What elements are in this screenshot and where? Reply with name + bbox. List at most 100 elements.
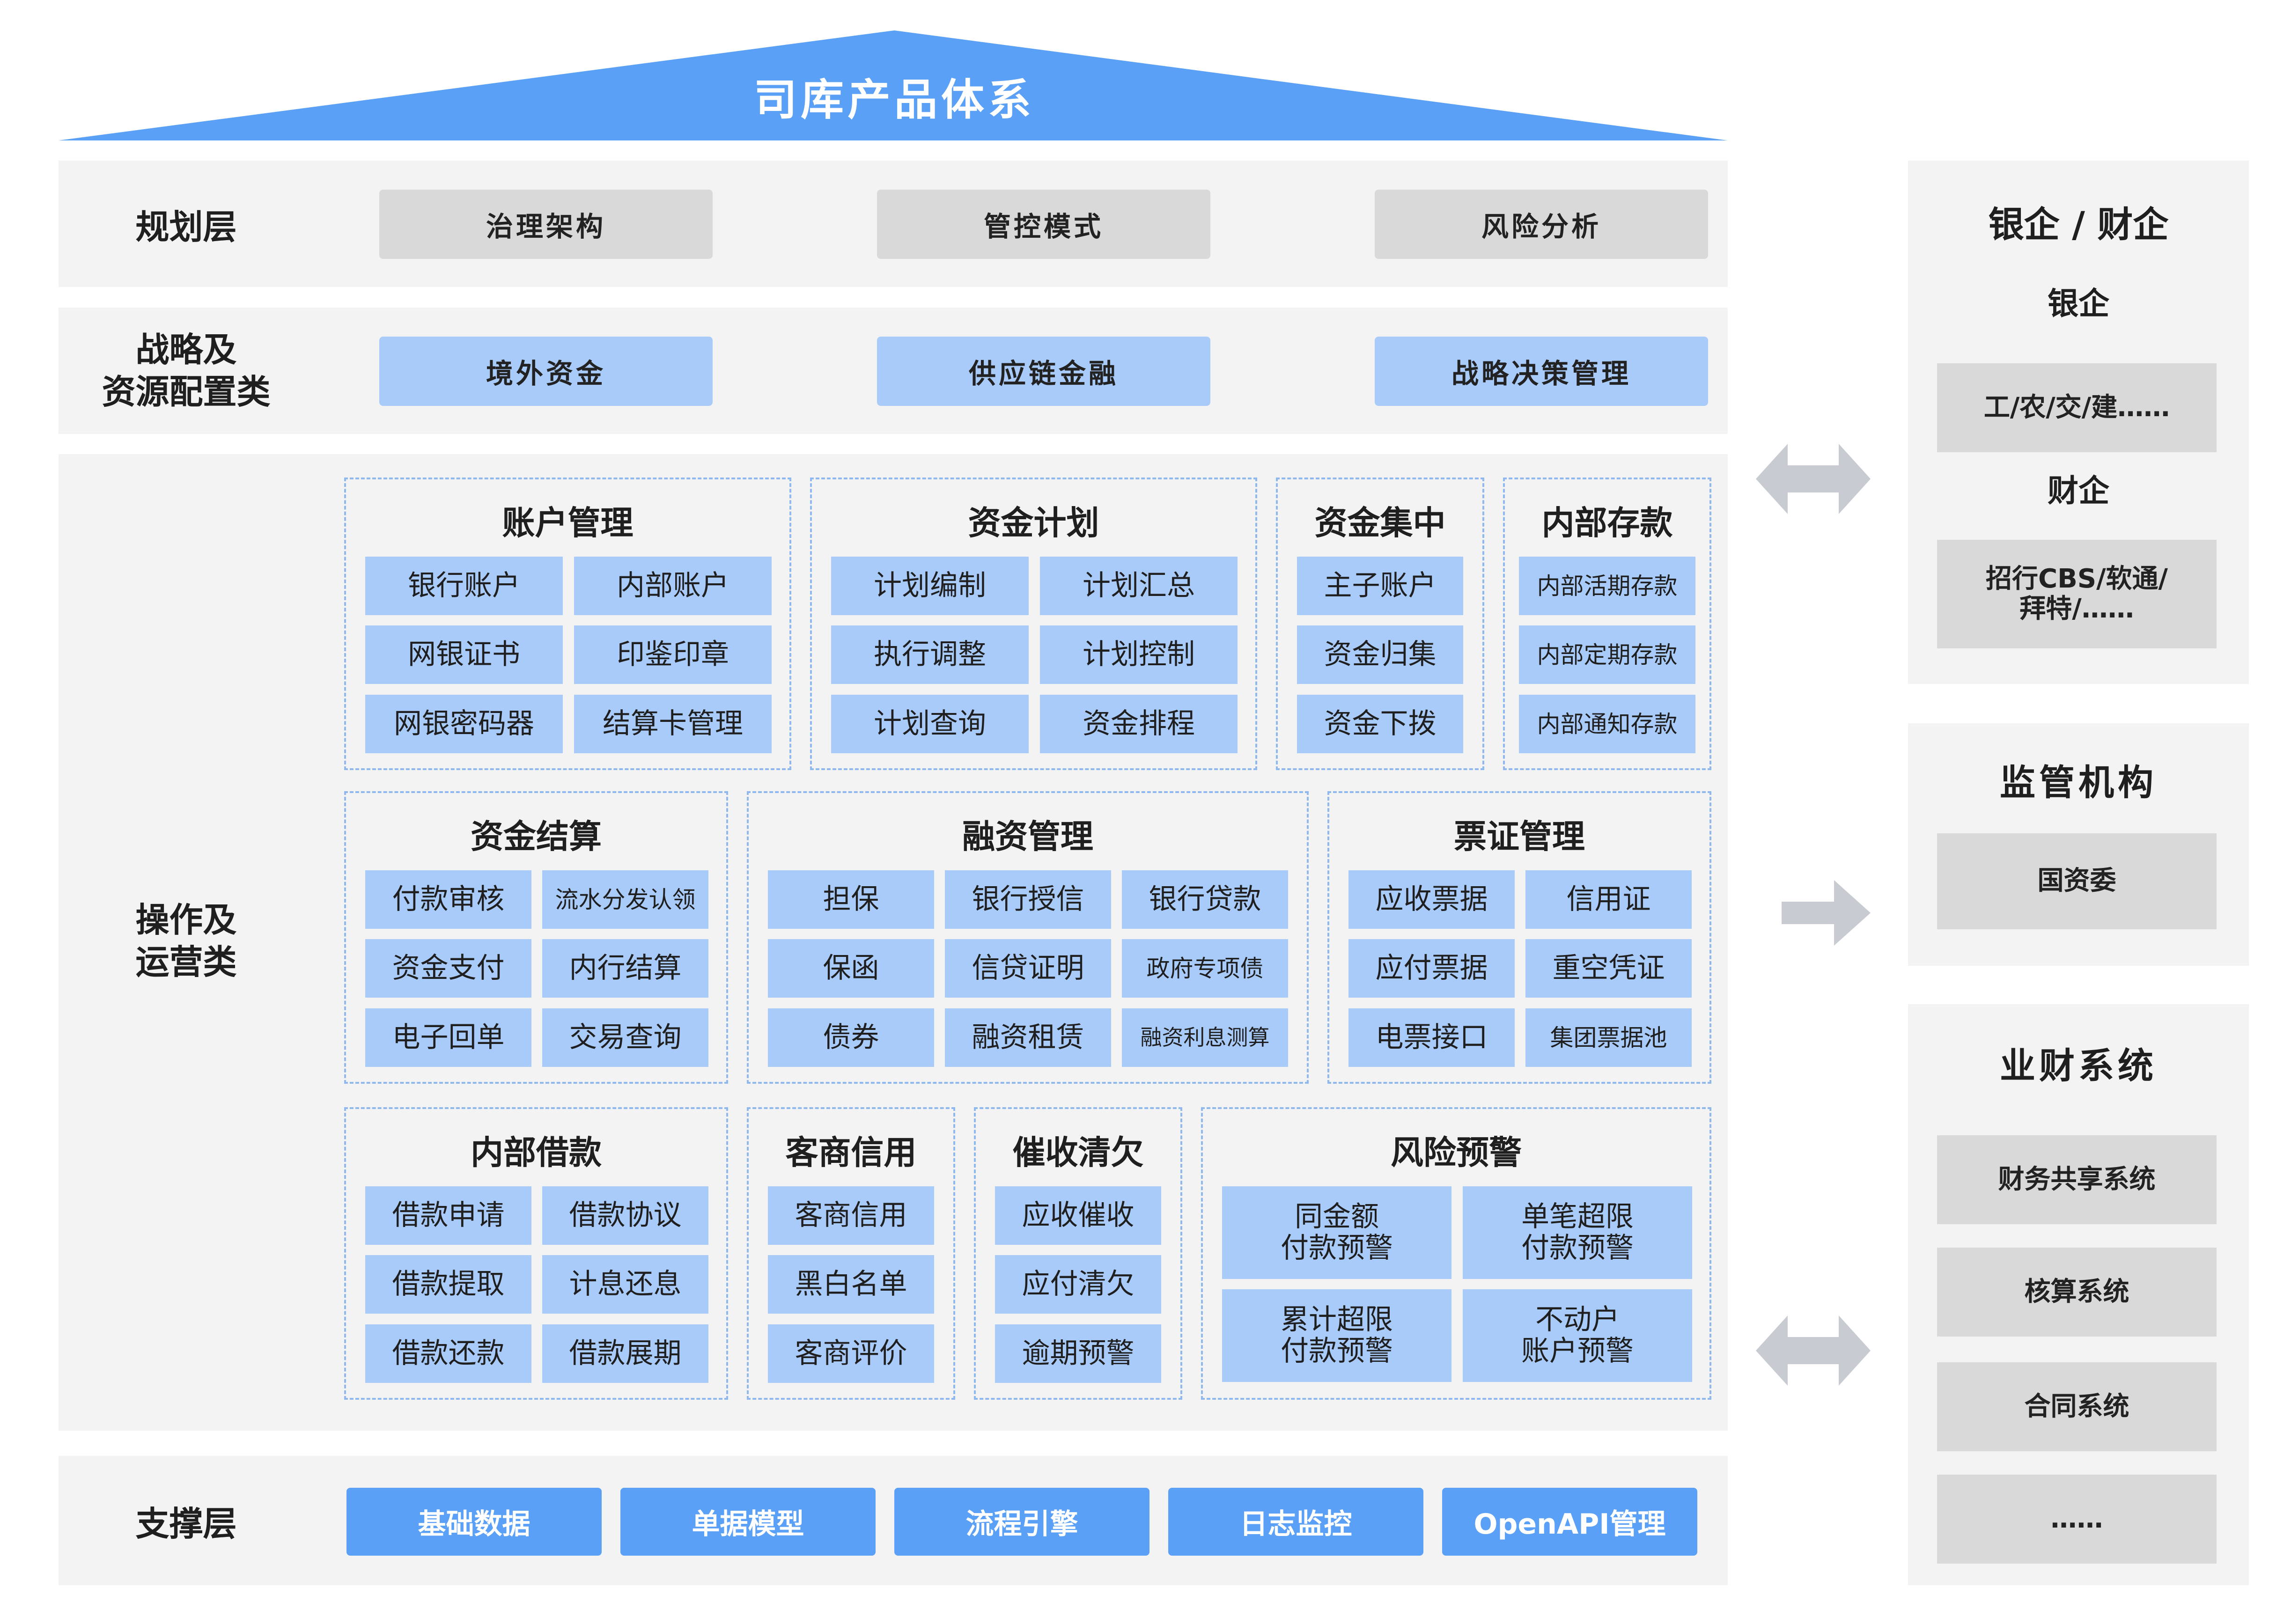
finance-label: 财企 xyxy=(2048,473,2109,509)
support-layer: 支撑层 基础数据 单据模型 流程引擎 日志监控 OpenAPI管理 xyxy=(59,1456,1728,1585)
module-item: 信贷证明 xyxy=(945,939,1111,998)
module-internal-loan: 内部借款 借款申请 借款协议 借款提取 计息还息 借款还款 借款展期 xyxy=(344,1107,728,1400)
module-item: 借款协议 xyxy=(542,1186,708,1245)
module-item: 债券 xyxy=(768,1008,934,1067)
module-item: 应收催收 xyxy=(995,1186,1161,1245)
module-internal-deposit: 内部存款 内部活期存款 内部定期存款 内部通知存款 xyxy=(1503,478,1711,770)
double-arrow-icon xyxy=(1756,1315,1871,1386)
module-title: 内部借款 xyxy=(471,1133,602,1172)
system-item-box: …… xyxy=(1937,1475,2217,1564)
overseas-funds-box: 境外资金 xyxy=(379,337,713,406)
module-item: 融资租赁 xyxy=(945,1008,1111,1067)
module-item: 不动户 账户预警 xyxy=(1463,1289,1692,1382)
governance-structure-box: 治理架构 xyxy=(379,190,713,259)
module-item: 政府专项债 xyxy=(1122,939,1288,998)
panel-regulator: 监管机构 国资委 xyxy=(1908,723,2249,966)
module-item: 借款展期 xyxy=(542,1324,708,1383)
support-item-openapi: OpenAPI管理 xyxy=(1442,1488,1697,1556)
module-item: 资金支付 xyxy=(365,939,531,998)
module-item: 网银证书 xyxy=(365,625,563,684)
module-item: 结算卡管理 xyxy=(574,695,772,753)
panel-bank-finance: 银企 / 财企 银企 工/农/交/建…… 财企 招行CBS/软通/ 拜特/…… xyxy=(1908,161,2249,684)
module-account-management: 账户管理 银行账户 内部账户 网银证书 印鉴印章 网银密码器 结算卡管理 xyxy=(344,478,791,770)
module-item: 电票接口 xyxy=(1348,1008,1515,1067)
module-item: 内行结算 xyxy=(542,939,708,998)
module-bill-management: 票证管理 应收票据 信用证 应付票据 重空凭证 电票接口 集团票据池 xyxy=(1327,791,1711,1084)
module-financing-management: 融资管理 担保 银行授信 银行贷款 保函 信贷证明 政府专项债 债券 融资租赁 … xyxy=(747,791,1309,1084)
panel-title: 银企 / 财企 xyxy=(1988,204,2169,245)
support-item-basic-data: 基础数据 xyxy=(346,1488,602,1556)
system-item-box: 财务共享系统 xyxy=(1937,1135,2217,1224)
module-item: 应付票据 xyxy=(1348,939,1515,998)
module-fund-settlement: 资金结算 付款审核 流水分发认领 资金支付 内行结算 电子回单 交易查询 xyxy=(344,791,728,1084)
regulator-item-box: 国资委 xyxy=(1937,833,2217,929)
module-title: 账户管理 xyxy=(502,503,634,542)
panel-title: 业财系统 xyxy=(2000,1045,2157,1087)
system-item-box: 核算系统 xyxy=(1937,1248,2217,1337)
module-collection: 催收清欠 应收催收 应付清欠 逾期预警 xyxy=(974,1107,1182,1400)
module-item: 网银密码器 xyxy=(365,695,563,753)
system-item-box: 合同系统 xyxy=(1937,1362,2217,1451)
module-item: 印鉴印章 xyxy=(574,625,772,684)
module-item: 重空凭证 xyxy=(1525,939,1692,998)
module-item: 流水分发认领 xyxy=(542,870,708,929)
module-item: 内部定期存款 xyxy=(1519,625,1695,684)
module-item: 内部通知存款 xyxy=(1519,695,1695,753)
module-item: 内部账户 xyxy=(574,557,772,615)
support-item-document-model: 单据模型 xyxy=(620,1488,876,1556)
module-item: 融资利息测算 xyxy=(1122,1008,1288,1067)
module-item: 累计超限 付款预警 xyxy=(1222,1289,1451,1382)
module-item: 应收票据 xyxy=(1348,870,1515,929)
module-item: 客商信用 xyxy=(768,1186,934,1245)
module-item: 客商评价 xyxy=(768,1324,934,1383)
planning-layer-label: 规划层 xyxy=(135,207,237,247)
module-item: 信用证 xyxy=(1525,870,1692,929)
module-item: 单笔超限 付款预警 xyxy=(1463,1186,1692,1279)
strategic-decision-box: 战略决策管理 xyxy=(1375,337,1708,406)
module-title: 资金集中 xyxy=(1314,503,1446,542)
module-title: 风险预警 xyxy=(1391,1133,1522,1172)
strategy-layer-label: 战略及 资源配置类 xyxy=(102,330,271,412)
module-fund-concentration: 资金集中 主子账户 资金归集 资金下拨 xyxy=(1276,478,1484,770)
bank-item-box: 工/农/交/建…… xyxy=(1937,363,2217,452)
module-item: 计划查询 xyxy=(831,695,1029,753)
module-item: 资金下拨 xyxy=(1297,695,1463,753)
module-item: 同金额 付款预警 xyxy=(1222,1186,1451,1279)
module-item: 借款申请 xyxy=(365,1186,531,1245)
module-title: 融资管理 xyxy=(962,817,1093,856)
strategy-layer: 战略及 资源配置类 境外资金 供应链金融 战略决策管理 xyxy=(59,308,1728,434)
module-item: 付款审核 xyxy=(365,870,531,929)
module-item: 银行账户 xyxy=(365,557,563,615)
module-item: 银行贷款 xyxy=(1122,870,1288,929)
panel-business-finance: 业财系统 财务共享系统 核算系统 合同系统 …… xyxy=(1908,1004,2249,1585)
module-item: 黑白名单 xyxy=(768,1255,934,1314)
support-item-process-engine: 流程引擎 xyxy=(894,1488,1149,1556)
diagram-title: 司库产品体系 xyxy=(753,74,1035,125)
module-item: 计息还息 xyxy=(542,1255,708,1314)
support-item-log-monitor: 日志监控 xyxy=(1168,1488,1423,1556)
module-item: 资金排程 xyxy=(1040,695,1238,753)
module-item: 借款还款 xyxy=(365,1324,531,1383)
module-title: 票证管理 xyxy=(1454,817,1585,856)
bank-label: 银企 xyxy=(2048,286,2109,322)
module-title: 资金计划 xyxy=(968,503,1099,542)
risk-analysis-box: 风险分析 xyxy=(1375,190,1708,259)
control-mode-box: 管控模式 xyxy=(877,190,1210,259)
right-arrow-icon xyxy=(1782,880,1871,946)
operations-layer-label: 操作及 运营类 xyxy=(135,900,237,982)
module-item: 银行授信 xyxy=(945,870,1111,929)
module-item: 担保 xyxy=(768,870,934,929)
module-fund-plan: 资金计划 计划编制 计划汇总 执行调整 计划控制 计划查询 资金排程 xyxy=(810,478,1257,770)
module-title: 内部存款 xyxy=(1541,503,1673,542)
module-item: 主子账户 xyxy=(1297,557,1463,615)
module-item: 逾期预警 xyxy=(995,1324,1161,1383)
support-layer-label: 支撑层 xyxy=(135,1504,237,1543)
module-item: 执行调整 xyxy=(831,625,1029,684)
module-item: 集团票据池 xyxy=(1525,1008,1692,1067)
finance-item-box: 招行CBS/软通/ 拜特/…… xyxy=(1937,540,2217,648)
panel-title: 监管机构 xyxy=(2000,762,2157,803)
module-item: 借款提取 xyxy=(365,1255,531,1314)
module-item: 应付清欠 xyxy=(995,1255,1161,1314)
module-item: 保函 xyxy=(768,939,934,998)
planning-layer: 规划层 治理架构 管控模式 风险分析 xyxy=(59,161,1728,287)
